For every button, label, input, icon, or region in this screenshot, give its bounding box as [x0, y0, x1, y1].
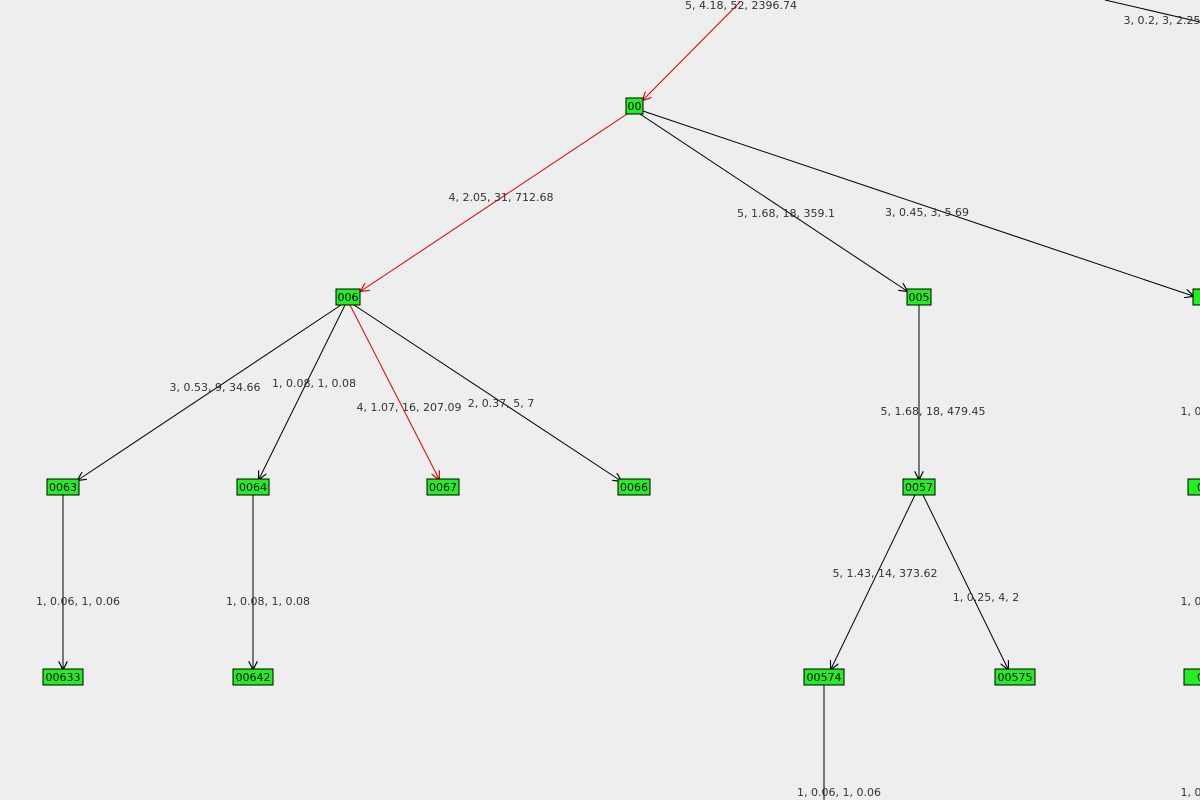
edge-e_0057_00574: [831, 494, 916, 669]
node-box[interactable]: [46, 478, 80, 496]
edge-e_top_00: [643, 1, 741, 100]
node-label: 00: [1197, 481, 1200, 494]
node-label: 00633: [46, 671, 81, 684]
edge-label-e_0057_00575: 1, 0.25, 4, 2: [953, 591, 1019, 604]
edge-label-e_00_006: 4, 2.05, 31, 712.68: [449, 191, 554, 204]
node-label: 00642: [236, 671, 271, 684]
edge-label-e_006_0066: 2, 0.37, 5, 7: [468, 397, 534, 410]
tree-node-n006[interactable]: 006: [335, 288, 361, 306]
node-label: 005: [909, 291, 930, 304]
node-box[interactable]: [335, 288, 361, 306]
edge-label-e_005_0057: 5, 1.68, 18, 479.45: [881, 405, 986, 418]
edge-label-e_0057_00574: 5, 1.43, 14, 373.62: [833, 567, 938, 580]
node-box[interactable]: [232, 668, 274, 686]
edge-e_006_0066: [353, 304, 621, 481]
edge-e_006_0064: [259, 304, 346, 479]
edge-label-e_top_00: 5, 4.18, 52, 2396.74: [685, 0, 797, 12]
node-box[interactable]: [902, 478, 936, 496]
node-label: 0064: [239, 481, 267, 494]
node-label: 00575: [998, 671, 1033, 684]
tree-node-n00[interactable]: 00: [625, 97, 644, 115]
node-box[interactable]: [625, 97, 644, 115]
node-label: 00: [1197, 671, 1200, 684]
tree-node-n0057[interactable]: 0057: [902, 478, 936, 496]
edge-label-e_R1_R2: 1, 0: [1181, 405, 1200, 418]
node-label: 0063: [49, 481, 77, 494]
tree-node-n00642[interactable]: 00642: [232, 668, 274, 686]
edge-e_00_006: [361, 113, 628, 291]
edge-e_006_0063: [78, 304, 342, 480]
node-box[interactable]: [1192, 288, 1200, 306]
node-label: 00: [628, 100, 642, 113]
node-label: 0067: [429, 481, 457, 494]
edge-label-e_006_0067: 4, 1.07, 16, 207.09: [357, 401, 462, 414]
node-label: 0066: [620, 481, 648, 494]
edge-label-e_006_0064: 1, 0.08, 1, 0.08: [272, 377, 356, 390]
tree-node-n0063[interactable]: 0063: [46, 478, 80, 496]
node-box[interactable]: [994, 668, 1036, 686]
node-box[interactable]: [1187, 478, 1200, 496]
edge-label-e_00_005: 5, 1.68, 18, 359.1: [737, 207, 835, 220]
tree-node-nR1[interactable]: 0: [1192, 288, 1200, 306]
node-box[interactable]: [426, 478, 460, 496]
node-box[interactable]: [42, 668, 84, 686]
node-box[interactable]: [906, 288, 932, 306]
node-box[interactable]: [617, 478, 651, 496]
tree-node-nR2[interactable]: 00: [1187, 478, 1200, 496]
node-label: 00574: [807, 671, 842, 684]
edge-label-e_00574_down: 1, 0.06, 1, 0.06: [797, 786, 881, 799]
edge-e_00_R1: [642, 110, 1193, 296]
tree-node-n00575[interactable]: 00575: [994, 668, 1036, 686]
edge-e_0057_00575: [922, 494, 1008, 669]
tree-node-n00574[interactable]: 00574: [803, 668, 845, 686]
edge-label-e_0063_00633: 1, 0.06, 1, 0.06: [36, 595, 120, 608]
node-label: 006: [338, 291, 359, 304]
tree-node-n005[interactable]: 005: [906, 288, 932, 306]
edge-label-e_R3_down: 1, 0: [1181, 786, 1200, 799]
edge-label-e_0064_00642: 1, 0.08, 1, 0.08: [226, 595, 310, 608]
tree-node-n0067[interactable]: 0067: [426, 478, 460, 496]
edge-e_top_right: [1104, 0, 1200, 23]
node-box[interactable]: [1183, 668, 1200, 686]
edge-label-e_R2_R3: 1, 0: [1181, 595, 1200, 608]
node-box[interactable]: [236, 478, 270, 496]
edge-label-e_006_0063: 3, 0.53, 9, 34.66: [170, 381, 261, 394]
edges-layer: [63, 0, 1200, 800]
edge-labels-layer: 5, 4.18, 52, 2396.74 3, 0.2, 3, 2.25 4, 2.…: [36, 0, 1200, 799]
tree-node-n00633[interactable]: 00633: [42, 668, 84, 686]
edge-e_006_0067: [349, 304, 439, 479]
node-box[interactable]: [803, 668, 845, 686]
edge-label-e_top_right: 3, 0.2, 3, 2.25: [1124, 14, 1200, 27]
tree-node-n0064[interactable]: 0064: [236, 478, 270, 496]
tree-node-nR3[interactable]: 00: [1183, 668, 1200, 686]
edge-label-e_00_R1: 3, 0.45, 3, 5.69: [885, 206, 969, 219]
tree-node-n0066[interactable]: 0066: [617, 478, 651, 496]
node-label: 0057: [905, 481, 933, 494]
edge-e_00_005: [639, 113, 907, 291]
